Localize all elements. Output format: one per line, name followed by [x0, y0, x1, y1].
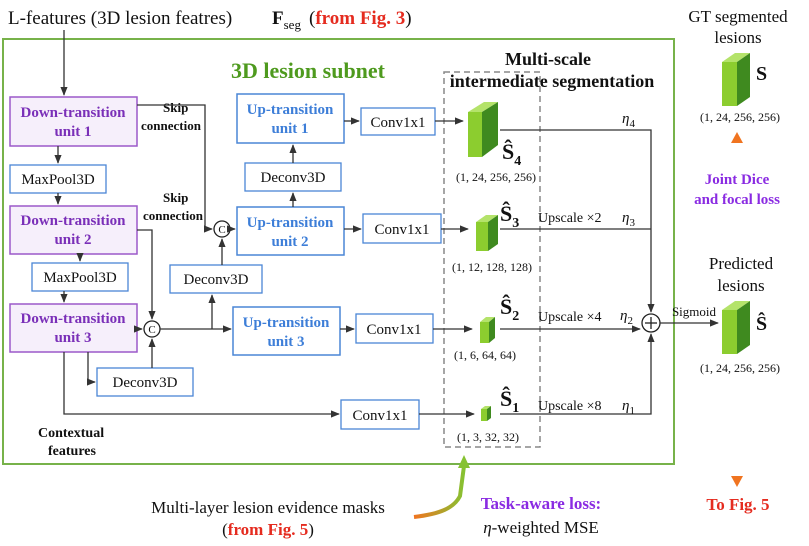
gt-dims: (1, 24, 256, 256) — [700, 110, 780, 124]
multiscale-dashed-box — [443, 71, 541, 448]
svg-text:Up-transition: Up-transition — [247, 102, 334, 118]
svg-text:unit 1: unit 1 — [271, 121, 308, 137]
output-s2-dims: (1, 6, 64, 64) — [454, 348, 516, 362]
svg-text:Deconv3D: Deconv3D — [261, 170, 326, 186]
svg-text:C: C — [218, 224, 225, 236]
connectors — [54, 30, 719, 418]
evidence-line1: Multi-layer lesion evidence masks — [151, 498, 385, 517]
output-s2-symbol: Ŝ2 — [500, 294, 519, 324]
svg-text:unit 1: unit 1 — [54, 124, 91, 140]
eta3-label: η3 — [622, 210, 635, 229]
skip-label-2a: Skip — [163, 190, 188, 205]
to-fig5-label: To Fig. 5 — [706, 495, 769, 514]
joint-loss-line1: Joint Dice — [705, 172, 770, 188]
svg-text:unit 3: unit 3 — [267, 334, 304, 350]
deconv3d-box-upper: Deconv3D — [244, 162, 342, 192]
output-s4-dims: (1, 24, 256, 256) — [456, 170, 536, 184]
svg-text:Deconv3D: Deconv3D — [184, 272, 249, 288]
gt-cube — [722, 53, 750, 106]
output-s4-symbol: Ŝ4 — [502, 139, 521, 169]
eta1-label: η1 — [622, 398, 635, 417]
conv1x1-box-4: Conv1x1 — [340, 399, 420, 430]
up-transition-unit-1: Up-transition unit 1 — [236, 93, 345, 144]
subnet-panel — [2, 38, 675, 465]
deconv3d-box-middle: Deconv3D — [169, 264, 263, 294]
sigmoid-label: Sigmoid — [672, 304, 717, 319]
to-fig5-arrowhead — [731, 476, 743, 487]
deconv3d-box-lower: Deconv3D — [96, 367, 194, 397]
skip-label-2b: connection — [143, 208, 204, 223]
multiscale-title-line2: intermediate segmentation — [450, 71, 654, 91]
predicted-title-line2: lesions — [717, 276, 764, 295]
conv1x1-box-1: Conv1x1 — [360, 107, 436, 136]
svg-text:Deconv3D: Deconv3D — [113, 375, 178, 391]
subnet-title: 3D lesion subnet — [231, 58, 386, 83]
maxpool3d-box-2: MaxPool3D — [31, 262, 129, 292]
down-transition-unit-2: Down-transition unit 2 — [9, 205, 138, 255]
output-s3-symbol: Ŝ3 — [500, 201, 519, 231]
svg-text:unit 3: unit 3 — [54, 330, 91, 346]
cube-s4 — [468, 102, 498, 157]
skip-label-1b: connection — [141, 118, 202, 133]
maxpool3d-box-1: MaxPool3D — [9, 164, 107, 194]
cube-s3 — [476, 215, 498, 251]
task-loss-desc: η-weighted MSE — [483, 518, 599, 537]
conv1x1-box-2: Conv1x1 — [362, 213, 442, 244]
skip-label-1a: Skip — [163, 100, 188, 115]
svg-text:Up-transition: Up-transition — [247, 215, 334, 231]
svg-text:Conv1x1: Conv1x1 — [374, 222, 429, 238]
down-transition-unit-1: Down-transition unit 1 — [9, 96, 138, 147]
evidence-arrowhead — [458, 455, 470, 468]
evidence-line2: (from Fig. 5) — [222, 520, 314, 539]
eta4-label: η4 — [622, 111, 635, 130]
upscale-x8-label: Upscale ×8 — [538, 399, 602, 414]
conv1x1-box-3: Conv1x1 — [355, 313, 434, 344]
lfeatures-label: L-features (3D lesion featres) — [8, 8, 232, 29]
svg-text:Down-transition: Down-transition — [20, 105, 126, 121]
predicted-title-line1: Predicted — [709, 254, 774, 273]
task-loss-title: Task-aware loss: — [481, 494, 601, 513]
predicted-dims: (1, 24, 256, 256) — [700, 361, 780, 375]
contextual-label-2: features — [48, 444, 96, 459]
up-transition-unit-3: Up-transition unit 3 — [232, 306, 341, 356]
fseg-symbol: Fseg — [272, 8, 301, 32]
eta2-label: η2 — [620, 308, 633, 327]
upscale-x4-label: Upscale ×4 — [538, 310, 602, 325]
evidence-arrow — [413, 465, 466, 519]
svg-text:Down-transition: Down-transition — [20, 213, 126, 229]
svg-text:Conv1x1: Conv1x1 — [352, 408, 407, 424]
contextual-label-1: Contextual — [38, 426, 104, 441]
concat-node-lower: C — [143, 320, 161, 338]
sum-node — [641, 313, 661, 333]
svg-text:Down-transition: Down-transition — [20, 311, 126, 327]
down-transition-unit-3: Down-transition unit 3 — [9, 303, 138, 353]
svg-text:C: C — [148, 324, 155, 336]
joint-loss-arrowhead — [731, 132, 743, 143]
svg-text:MaxPool3D: MaxPool3D — [43, 270, 117, 286]
svg-text:Conv1x1: Conv1x1 — [370, 115, 425, 131]
concat-node-upper: C — [213, 220, 231, 238]
joint-loss-line2: and focal loss — [694, 192, 780, 208]
svg-text:unit 2: unit 2 — [271, 234, 308, 250]
gt-title-line2: lesions — [714, 28, 761, 47]
output-s1-symbol: Ŝ1 — [500, 386, 519, 416]
fseg-ref: (from Fig. 3) — [309, 8, 412, 29]
svg-text:unit 2: unit 2 — [54, 232, 91, 248]
gt-symbol: S — [756, 63, 767, 85]
svg-text:MaxPool3D: MaxPool3D — [21, 172, 95, 188]
output-s3-dims: (1, 12, 128, 128) — [452, 260, 532, 274]
joint-loss-bg — [688, 167, 784, 207]
upscale-x2-label: Upscale ×2 — [538, 211, 602, 226]
predicted-cube — [722, 301, 750, 354]
svg-text:Up-transition: Up-transition — [243, 315, 330, 331]
cube-s1 — [481, 406, 491, 421]
multiscale-title-line1: Multi-scale — [505, 49, 591, 69]
predicted-symbol: Ŝ — [756, 311, 767, 335]
output-s1-dims: (1, 3, 32, 32) — [457, 430, 519, 444]
gt-title-line1: GT segmented — [688, 7, 788, 26]
cube-s2 — [480, 317, 495, 343]
up-transition-unit-2: Up-transition unit 2 — [236, 206, 345, 256]
svg-text:Conv1x1: Conv1x1 — [366, 322, 421, 338]
